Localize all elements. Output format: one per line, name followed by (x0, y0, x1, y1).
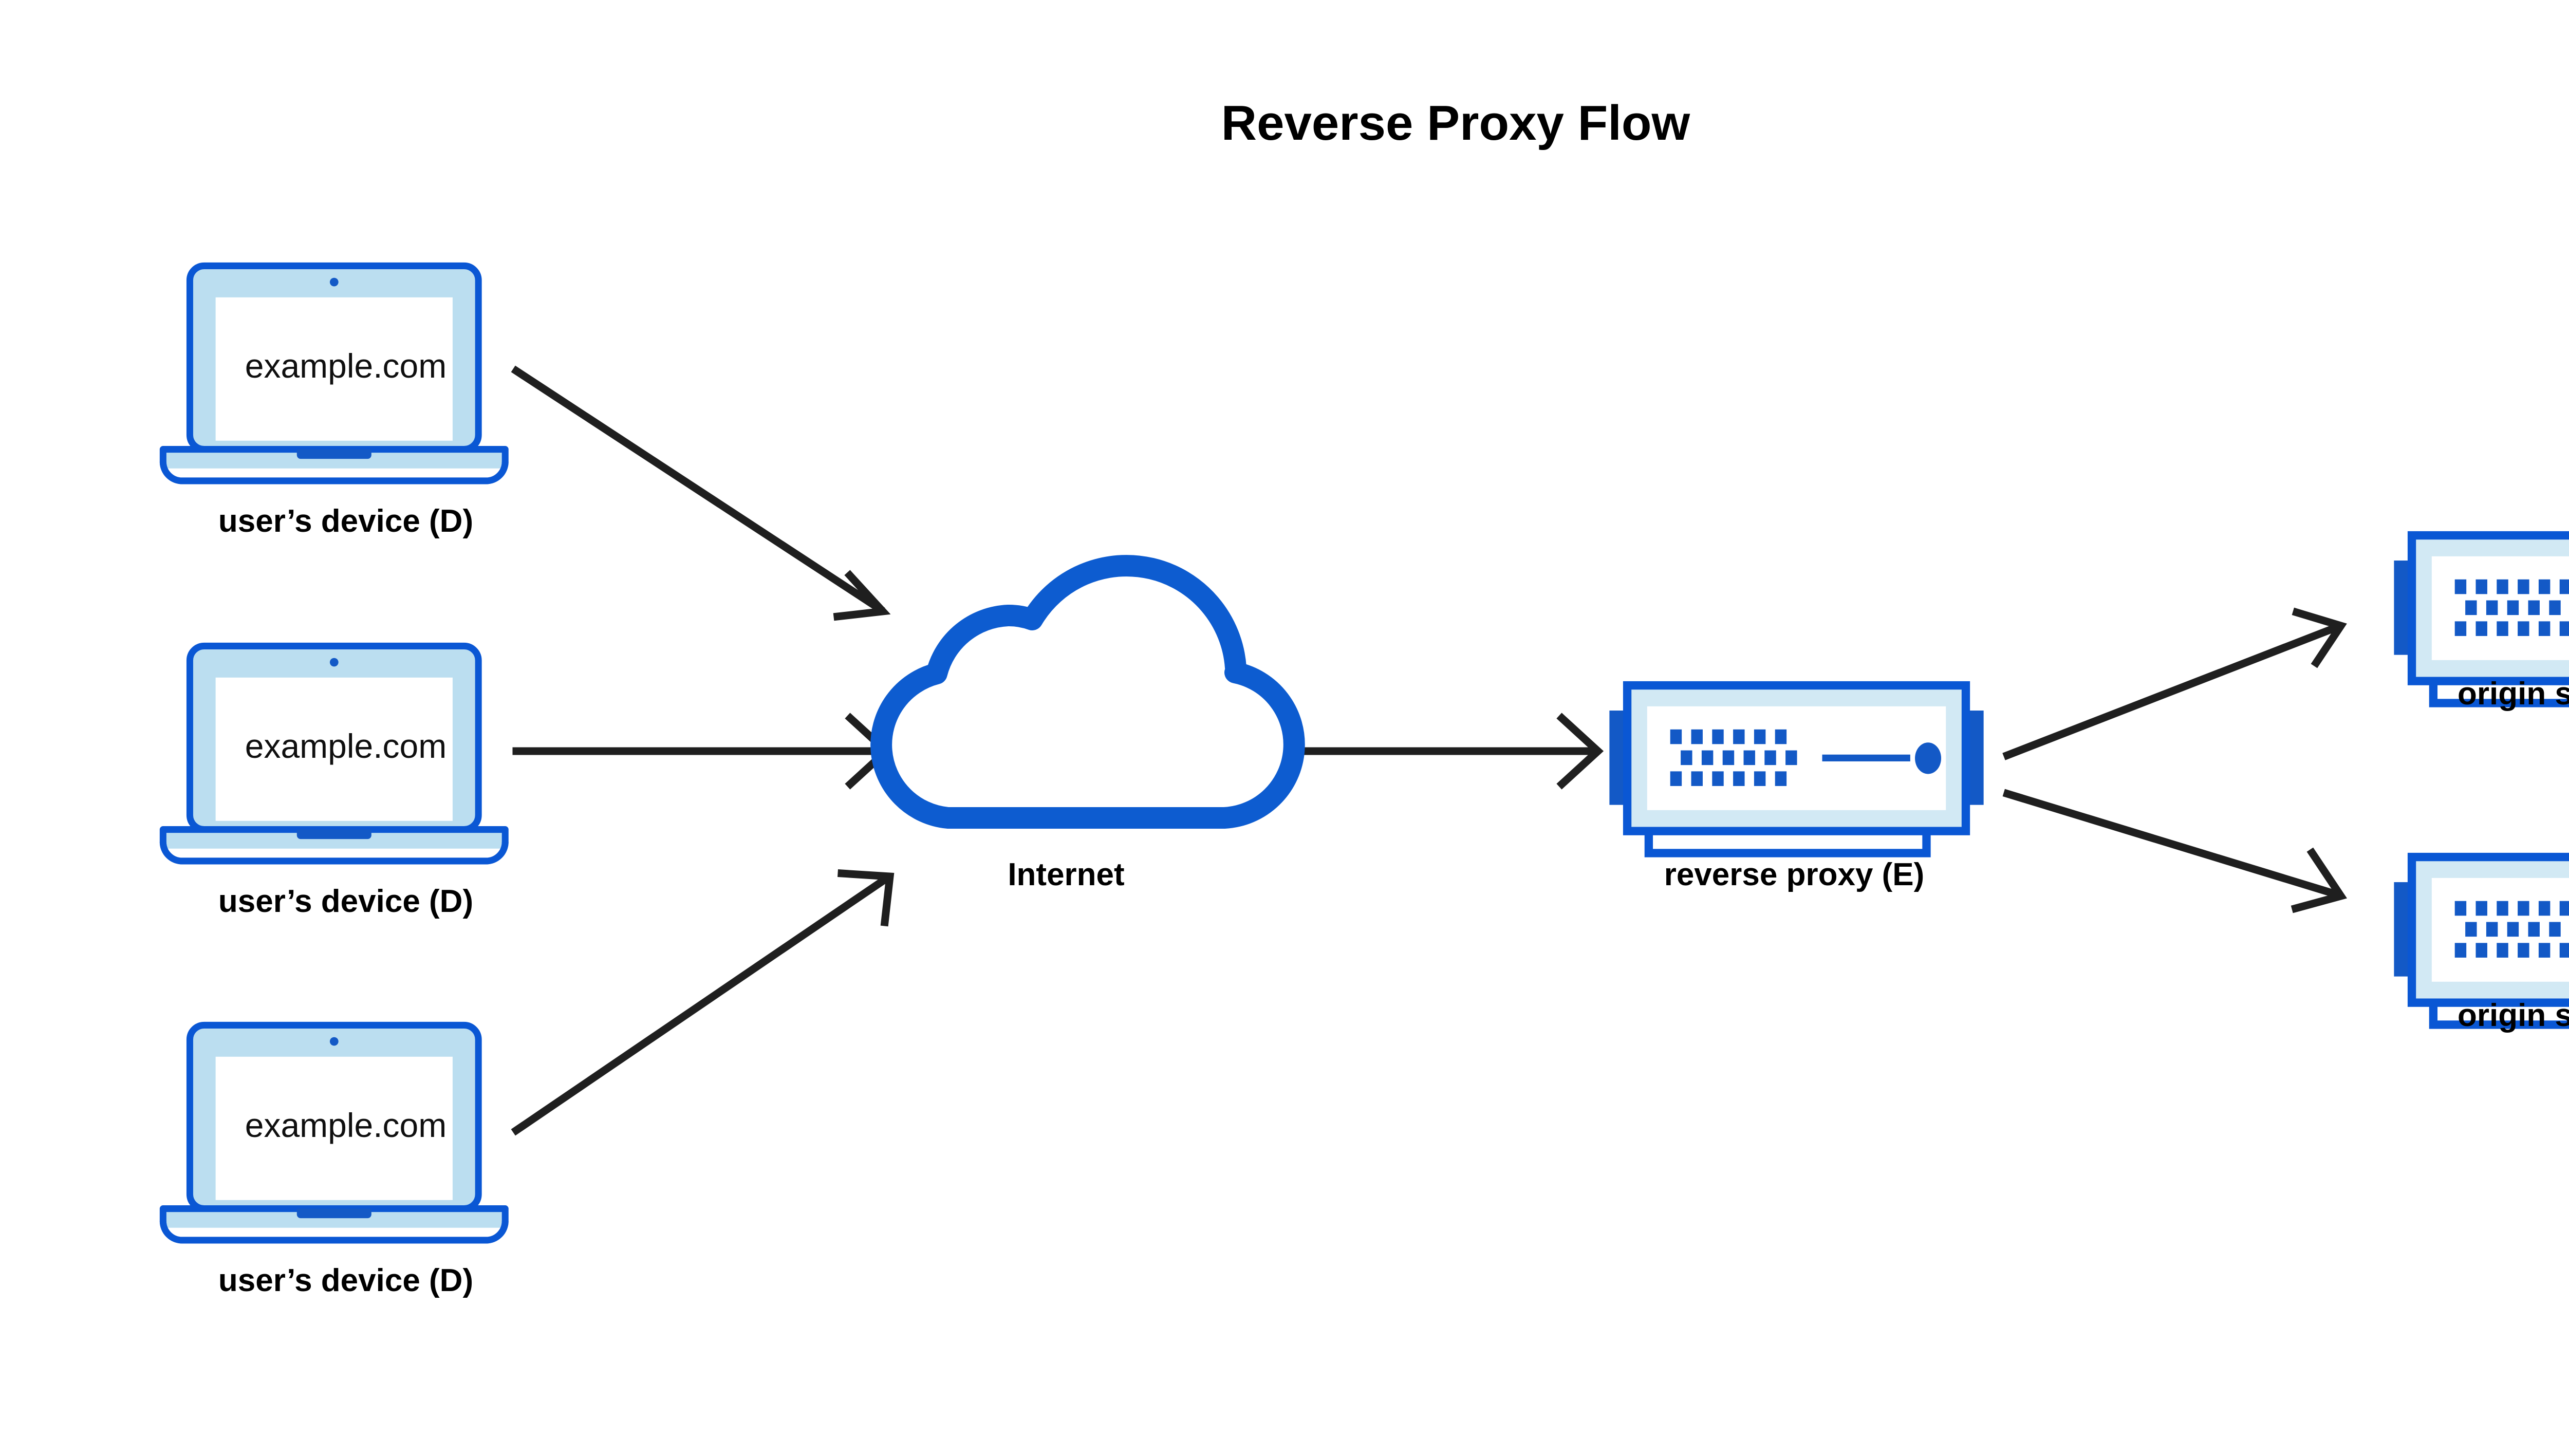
node-label-client-3: user’s device (D) (218, 1263, 474, 1298)
edge-client3-internet (511, 869, 895, 1136)
node-label-client-1: user’s device (D) (218, 503, 474, 539)
browser-url-text: example.com (245, 727, 447, 765)
server-icon (1609, 685, 1983, 853)
edge-layer (511, 365, 2348, 1136)
browser-url-text: example.com (245, 347, 447, 385)
edge-client1-internet (511, 365, 891, 621)
page-title: Reverse Proxy Flow (1221, 96, 1690, 151)
edge-proxy-origin1 (2002, 607, 2347, 760)
node-label-origin-1: origin server (F) (2458, 676, 2569, 712)
node-label-internet: Internet (1008, 857, 1125, 892)
cloud-icon (870, 555, 1305, 829)
node-label-client-2: user’s device (D) (218, 884, 474, 919)
edge-proxy-origin2 (2002, 789, 2348, 913)
browser-url-text: example.com (245, 1106, 447, 1144)
node-label-origin-2: origin server (F) (2458, 998, 2569, 1033)
edge-client2-internet (512, 713, 892, 790)
node-label-reverse-proxy: reverse proxy (E) (1664, 857, 1925, 892)
